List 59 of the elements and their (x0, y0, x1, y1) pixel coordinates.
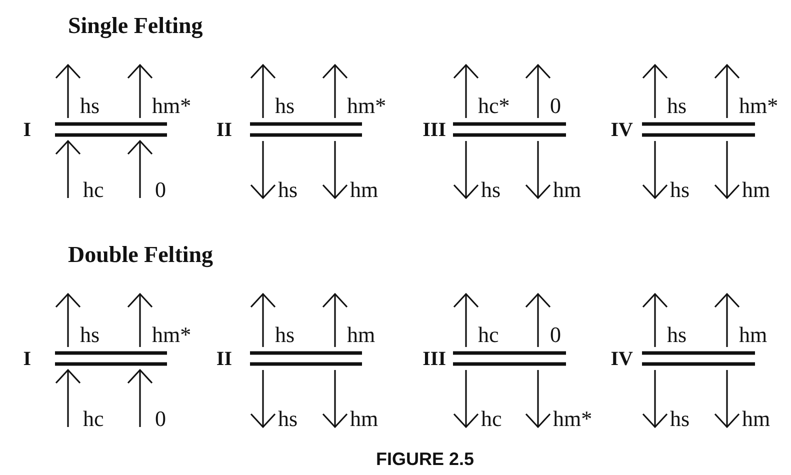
arrow (714, 64, 740, 118)
double-line-band (453, 121, 566, 138)
arrow (55, 369, 81, 427)
arrow (453, 141, 479, 199)
roman-numeral: III (422, 118, 446, 142)
arrow (322, 293, 348, 347)
arrow (642, 64, 668, 118)
roman-numeral: I (23, 118, 31, 142)
roman-numeral: IV (610, 346, 633, 370)
arrow (453, 370, 479, 428)
edge-label: hs (275, 324, 295, 346)
edge-label: hs (80, 324, 100, 346)
roman-numeral: II (216, 346, 232, 370)
figure-caption: FIGURE 2.5 (376, 448, 474, 470)
arrow (322, 141, 348, 199)
section-heading: Single Felting (68, 12, 203, 39)
arrow (55, 293, 81, 347)
arrow (714, 141, 740, 199)
arrow (525, 370, 551, 428)
roman-numeral: II (216, 118, 232, 142)
arrow (250, 370, 276, 428)
roman-numeral: IV (610, 118, 633, 142)
arrow (55, 140, 81, 198)
edge-label: hc (478, 324, 499, 346)
arrow (642, 141, 668, 199)
arrow (322, 64, 348, 118)
arrow (642, 293, 668, 347)
arrow (127, 369, 153, 427)
edge-label: hs (667, 324, 687, 346)
arrow (250, 293, 276, 347)
arrow (525, 293, 551, 347)
double-line-band (642, 350, 755, 367)
double-line-band (55, 121, 167, 138)
double-line-band (642, 121, 755, 138)
roman-numeral: I (23, 346, 31, 370)
arrow (250, 141, 276, 199)
arrow (322, 370, 348, 428)
arrow (55, 64, 81, 118)
double-line-band (250, 350, 362, 367)
edge-label: hs (80, 94, 100, 116)
arrow (250, 64, 276, 118)
edge-label: hs (667, 94, 687, 116)
arrow (127, 64, 153, 118)
arrow (714, 293, 740, 347)
arrow (453, 64, 479, 118)
arrow (453, 293, 479, 347)
section-heading: Double Felting (68, 241, 214, 268)
edge-label: hs (275, 94, 295, 116)
arrow (525, 64, 551, 118)
double-line-band (453, 350, 566, 367)
arrow (127, 140, 153, 198)
roman-numeral: III (422, 346, 446, 370)
edge-label: hc* (478, 94, 510, 116)
arrow (127, 293, 153, 347)
double-line-band (55, 350, 167, 367)
arrow (525, 141, 551, 199)
arrow (642, 370, 668, 428)
arrow (714, 370, 740, 428)
double-line-band (250, 121, 362, 138)
